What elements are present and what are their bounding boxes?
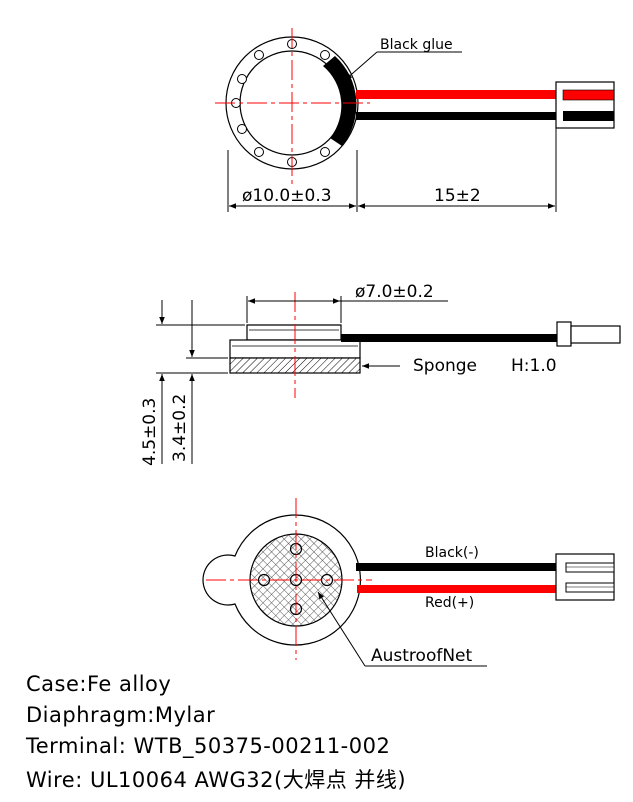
net-leader <box>317 591 366 667</box>
side-wire <box>341 334 559 342</box>
inner-diameter-dim-text: ø7.0±0.2 <box>355 282 434 302</box>
total-height-text: 4.5±0.3 <box>140 398 160 466</box>
back-connector <box>555 553 615 601</box>
side-connector-body <box>570 325 621 344</box>
sponge-label: Sponge <box>413 356 477 376</box>
spec-diaphragm: Diaphragm:Mylar <box>26 703 216 727</box>
glue-leader <box>344 51 378 81</box>
back-connector-pin-bottom <box>565 582 615 593</box>
back-view: Black(-) Red(+) AustroofNet <box>202 498 615 667</box>
back-connector-pin-top <box>565 562 615 573</box>
top-red-wire <box>356 90 556 99</box>
top-view: Black glue ø10.0±0.3 15±2 <box>215 28 615 212</box>
side-connector <box>556 321 572 347</box>
body-height-text: 3.4±0.2 <box>170 394 190 462</box>
spec-case: Case:Fe alloy <box>26 672 172 696</box>
red-wire-label: Red(+) <box>425 595 474 611</box>
side-cap <box>246 324 342 341</box>
diameter-dim-text: ø10.0±0.3 <box>242 186 332 206</box>
top-connector-red-pin <box>562 89 615 101</box>
side-view: ø7.0±0.2 Sponge H:1.0 4.5±0.3 3.4±0.2 <box>140 282 621 466</box>
back-black-wire <box>356 563 556 571</box>
glue-label: Black glue <box>380 37 453 53</box>
back-red-wire <box>357 585 556 593</box>
net-label: AustroofNet <box>371 646 473 666</box>
black-wire-label: Black(-) <box>425 545 479 561</box>
top-connector <box>555 81 615 129</box>
top-black-wire <box>356 112 556 120</box>
spec-terminal: Terminal: WTB_50375-00211-002 <box>26 734 391 758</box>
sponge-height-text: H:1.0 <box>511 356 557 376</box>
spec-wire: Wire: UL10064 AWG32(大焊点 并线) <box>26 768 407 792</box>
top-connector-black-pin <box>563 111 614 121</box>
length-dim-text: 15±2 <box>434 186 481 206</box>
